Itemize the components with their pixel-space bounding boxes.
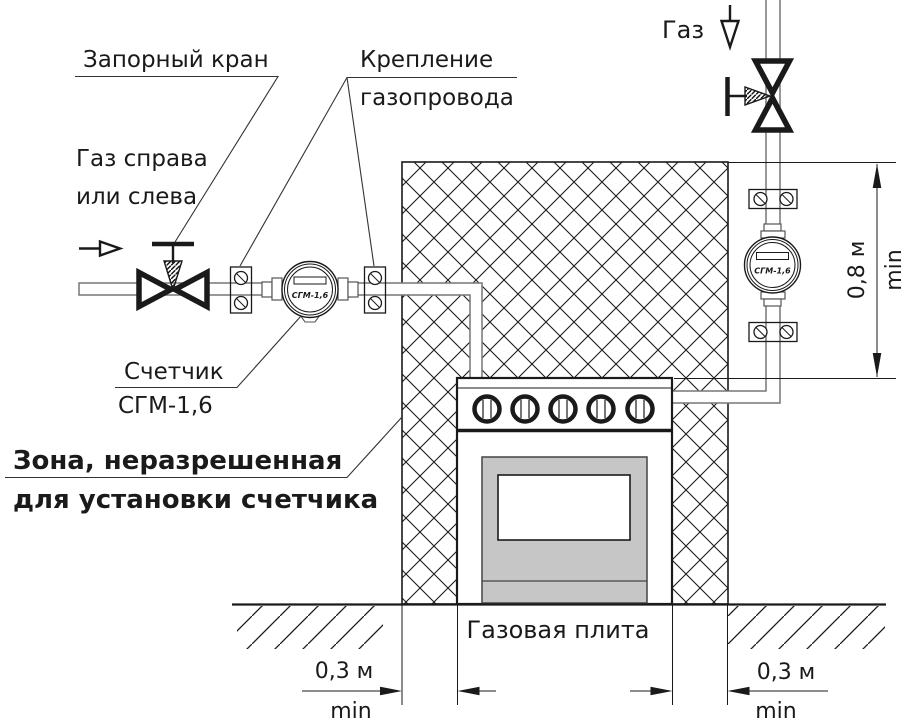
dimension-height-min: min (882, 249, 907, 291)
dimension-height: 0,8 м min (845, 164, 907, 377)
pipe-clamp-left-1 (229, 266, 253, 314)
dimension-right-min: min (755, 699, 797, 724)
gas-meter-left: СГМ-1,6 (261, 260, 359, 323)
label-gas-side-line1: Газ справа (76, 146, 208, 172)
callout-leaders (5, 75, 517, 479)
label-zone-line2: для установки счетчика (13, 485, 378, 515)
ground (232, 603, 886, 649)
gas-meter-right: СГМ-1,6 (743, 223, 802, 307)
dimension-left-min: min (330, 699, 372, 724)
dimension-bottom: 0,3 м min 0,3 м min (302, 604, 828, 724)
oven-window (497, 474, 631, 541)
label-meter-caption-line1: Счетчик (124, 359, 224, 385)
label-meter-caption-line2: СГМ-1,6 (118, 393, 213, 419)
meter-badge-right: СГМ-1,6 (754, 267, 791, 276)
gas-stove (455, 376, 674, 606)
pipe-clamp-left-2 (363, 266, 387, 314)
pipe-clamp-right-top (748, 188, 798, 210)
label-gas-inlet: Газ (662, 16, 704, 44)
dimension-right-value: 0,3 м (757, 660, 816, 685)
label-zone-line1: Зона, неразрешенная (13, 446, 342, 476)
dimension-height-value: 0,8 м (845, 241, 870, 300)
label-gas-side-line2: или слева (76, 184, 197, 210)
label-stove: Газовая плита (466, 616, 649, 644)
burner-knobs (472, 394, 655, 424)
gas-flow-arrow-left (79, 239, 124, 258)
pipe-clamp-right-bottom (748, 321, 798, 343)
label-pipe-mount-line1: Крепление (360, 47, 493, 73)
meter-badge-left: СГМ-1,6 (292, 291, 329, 300)
shutoff-valve-right (725, 58, 795, 133)
label-pipe-mount-line2: газопровода (360, 85, 514, 111)
dimension-left-value: 0,3 м (315, 659, 374, 684)
gas-flow-arrow-top (719, 5, 741, 51)
label-shutoff-valve: Запорный кран (83, 47, 269, 73)
shutoff-valve-left (136, 241, 210, 312)
